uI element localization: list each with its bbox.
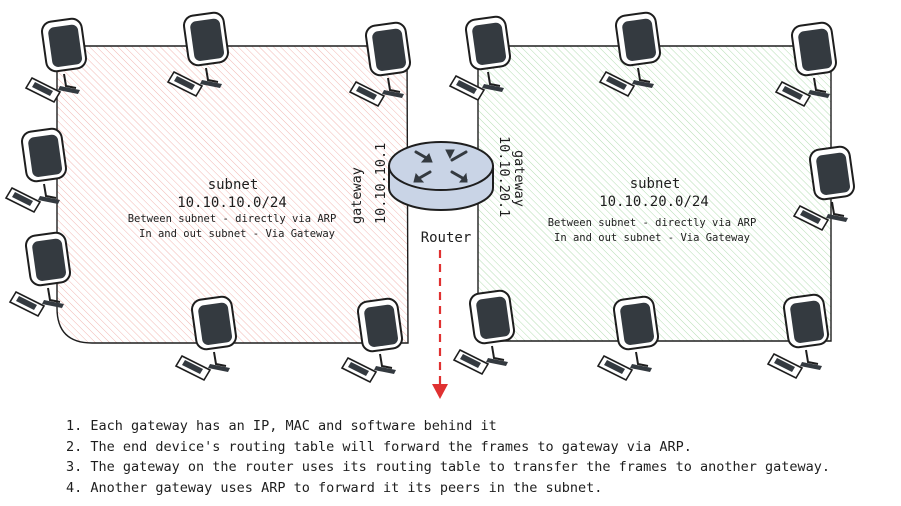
subnet-note-within-right: Between subnet - directly via ARP xyxy=(548,217,757,229)
computer-icon xyxy=(453,288,517,375)
note-item: 1. Each gateway has an IP, MAC and softw… xyxy=(66,418,497,434)
subnet-cidr-right: 10.10.20.0/24 xyxy=(599,194,709,210)
note-item: 2. The end device's routing table will f… xyxy=(66,438,692,455)
note-item: 4. Another gateway uses ARP to forward i… xyxy=(66,479,603,496)
subnet-note-outside-right: In and out subnet - Via Gateway xyxy=(554,232,750,244)
router-exit-arrow xyxy=(432,250,448,399)
notes-list: 1. Each gateway has an IP, MAC and softw… xyxy=(66,416,896,498)
subnet-note-outside-left: In and out subnet - Via Gateway xyxy=(139,228,335,240)
subnet-region-right xyxy=(477,45,832,342)
subnet-note-within-left: Between subnet - directly via ARP xyxy=(128,213,337,225)
gateway-ip-left: 10.10.10.1 xyxy=(373,143,389,224)
gateway-label-right: gateway xyxy=(511,150,527,207)
note-item: 3. The gateway on the router uses its ro… xyxy=(66,459,831,475)
router-label: Router xyxy=(421,230,472,246)
gateway-label-left: gateway xyxy=(349,167,365,224)
subnet-title-right: subnet xyxy=(630,176,681,192)
subnet-region-left xyxy=(56,45,409,344)
router-icon xyxy=(388,141,494,211)
subnet-title-left: subnet xyxy=(208,177,259,193)
subnet-cidr-left: 10.10.10.0/24 xyxy=(177,195,287,211)
gateway-ip-right: 10.10.20.1 xyxy=(496,136,512,217)
